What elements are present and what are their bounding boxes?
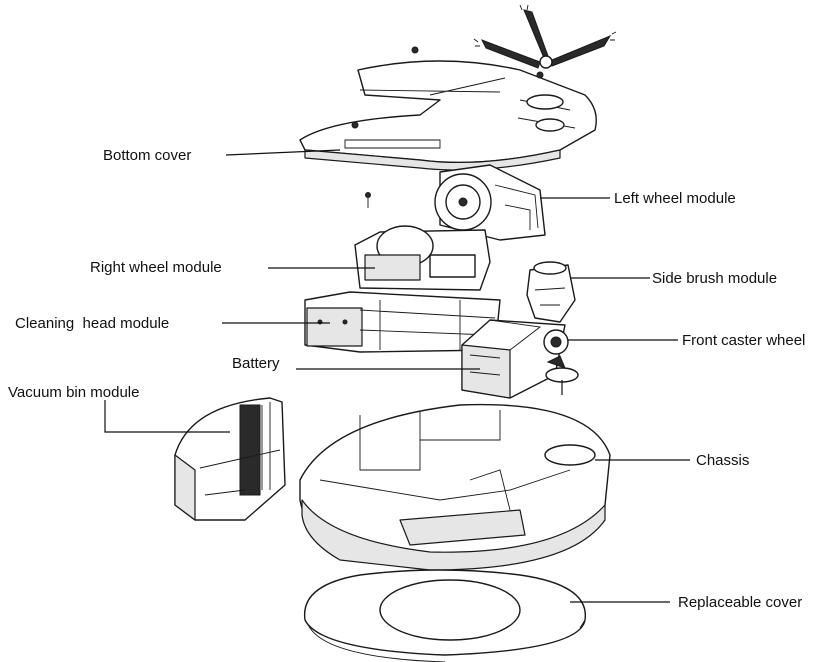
bottom-cover-part [299,46,597,208]
leader-bottom-cover [225,149,341,156]
right-wheel-module-part [354,225,491,291]
label-bottom-cover: Bottom cover [103,147,191,164]
label-cleaning-head-module: Cleaning head module [15,315,169,332]
side-brush-module-part [526,261,576,323]
vacuum-bin-module-part [174,397,286,521]
front-caster-wheel-part [543,329,579,395]
label-battery: Battery [232,355,280,372]
label-left-wheel-module: Left wheel module [614,190,736,207]
left-wheel-module-part [434,164,546,241]
label-front-caster-wheel: Front caster wheel [682,332,805,349]
label-side-brush-module: Side brush module [652,270,777,287]
label-replaceable-cover: Replaceable cover [678,594,802,611]
replaceable-cover-part [303,569,586,662]
battery-part [461,319,566,399]
label-chassis: Chassis [696,452,749,469]
label-right-wheel-module: Right wheel module [90,259,222,276]
chassis-part [299,403,611,571]
leader-vacuum-bin [104,400,230,433]
side-brush-part [473,4,617,69]
leader-lines [104,149,690,603]
cleaning-head-module-part [304,291,501,353]
label-vacuum-bin-module: Vacuum bin module [8,384,139,401]
